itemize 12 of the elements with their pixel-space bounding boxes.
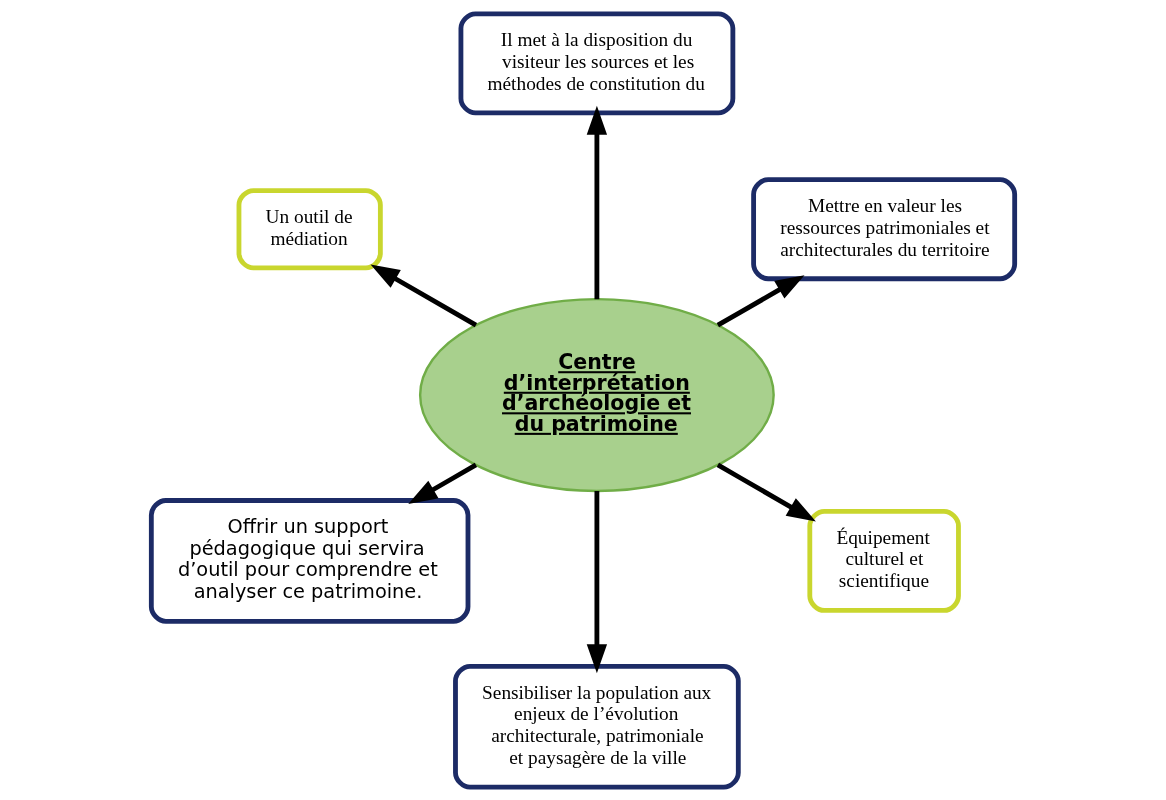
node-box: Un outil de médiation bbox=[236, 187, 383, 270]
arrow bbox=[716, 274, 805, 327]
arrow bbox=[586, 105, 608, 299]
node-box: Offrir un support pédagogique qui servira d’outil pour comprendre et analyser ce patrimoine. bbox=[148, 497, 471, 624]
node-box: Équipement culturel et scientifique bbox=[807, 508, 961, 613]
node-box: Sensibiliser la population aux enjeux de l’évolution architecturale, patrimoniale et paysagère de la ville bbox=[453, 663, 741, 790]
arrow bbox=[716, 462, 816, 521]
node-box: Mettre en valeur les ressources patrimoniales et architecturales du territoire bbox=[751, 176, 1018, 281]
arrow bbox=[408, 462, 478, 504]
arrow bbox=[586, 490, 608, 673]
arrow bbox=[370, 263, 478, 327]
node-box: Il met à la disposition du visiteur les sources et les méthodes de constitution du bbox=[458, 10, 736, 115]
